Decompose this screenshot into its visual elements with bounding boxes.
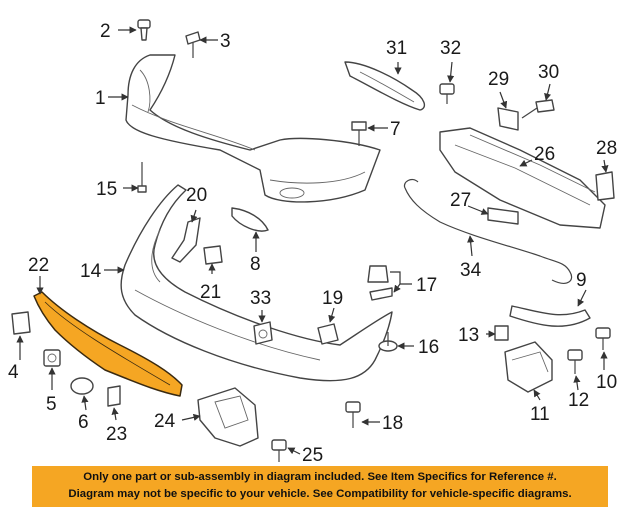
bracket-31: [344, 61, 426, 111]
disclaimer-line-2: Diagram may not be specific to your vehi…: [68, 488, 572, 500]
callout-19: 19: [322, 288, 343, 309]
absorber-26: [439, 127, 606, 229]
callout-27: 27: [450, 190, 471, 211]
bolt-18: [345, 401, 361, 428]
stud-15: [137, 162, 147, 193]
bolt-30: [521, 99, 555, 119]
callout-11: 11: [530, 404, 550, 425]
callout-numbers: 1 2 3 4 5 6 7 8 9 10 11 12 13 14 15 16 1…: [8, 21, 617, 466]
strip-9: [509, 305, 591, 327]
clip-21: [203, 245, 223, 265]
bolt-7: [351, 121, 367, 146]
callout-17: 17: [416, 275, 437, 296]
retainer-17: [367, 265, 393, 301]
callout-24: 24: [154, 411, 176, 432]
callout-5: 5: [46, 394, 57, 415]
callout-32: 32: [440, 38, 461, 59]
callout-4: 4: [8, 362, 19, 383]
callout-25: 25: [302, 445, 323, 466]
part-4: [11, 311, 31, 335]
callout-31: 31: [386, 38, 407, 59]
disclaimer-line-1: Only one part or sub-assembly in diagram…: [83, 471, 557, 483]
callout-6: 6: [78, 412, 89, 433]
callout-22: 22: [28, 255, 49, 276]
bracket-28: [595, 171, 615, 201]
callout-29: 29: [488, 69, 509, 90]
reflector-8: [231, 207, 269, 232]
bolt-12: [567, 349, 583, 374]
disclaimer-banner: Only one part or sub-assembly in diagram…: [32, 466, 608, 507]
callout-20: 20: [186, 185, 207, 206]
callout-33: 33: [250, 288, 271, 309]
bracket-29: [497, 107, 519, 131]
clip-13: [494, 325, 509, 341]
bracket-11: [504, 341, 553, 393]
lower-bumper-cover: [120, 184, 393, 382]
callout-26: 26: [534, 144, 555, 165]
bracket-24: [197, 387, 259, 447]
callout-10: 10: [596, 372, 617, 393]
screw-3: [185, 31, 201, 58]
sensor-27: [487, 207, 519, 225]
highlighted-part-22: [33, 291, 183, 397]
callout-30: 30: [538, 62, 559, 83]
bolt-25: [271, 439, 287, 462]
callout-18: 18: [382, 413, 403, 434]
callout-14: 14: [80, 261, 102, 282]
bracket-19: [317, 323, 339, 345]
callout-28: 28: [596, 138, 617, 159]
callout-1: 1: [95, 88, 106, 109]
bolt-10: [595, 327, 611, 350]
part-23: [107, 385, 121, 407]
callout-21: 21: [200, 282, 221, 303]
sensor-33: [253, 321, 273, 345]
harness-34: [403, 178, 573, 284]
callout-15: 15: [96, 179, 117, 200]
part-6: [70, 377, 94, 395]
callout-34: 34: [460, 260, 482, 281]
leader-lines: [16, 26, 609, 455]
callout-2: 2: [100, 21, 111, 42]
bolt-32: [439, 83, 455, 104]
callout-3: 3: [220, 31, 231, 52]
callout-8: 8: [250, 254, 261, 275]
callout-16: 16: [418, 337, 439, 358]
clip-2: [137, 19, 151, 41]
callout-9: 9: [576, 270, 587, 291]
callout-23: 23: [106, 424, 127, 445]
callout-13: 13: [458, 325, 479, 346]
callout-12: 12: [568, 390, 589, 411]
part-5: [43, 349, 61, 367]
pin-16: [378, 332, 398, 352]
bracket-20: [171, 217, 201, 263]
upper-bumper-cover: [125, 54, 381, 203]
callout-7: 7: [390, 119, 401, 140]
